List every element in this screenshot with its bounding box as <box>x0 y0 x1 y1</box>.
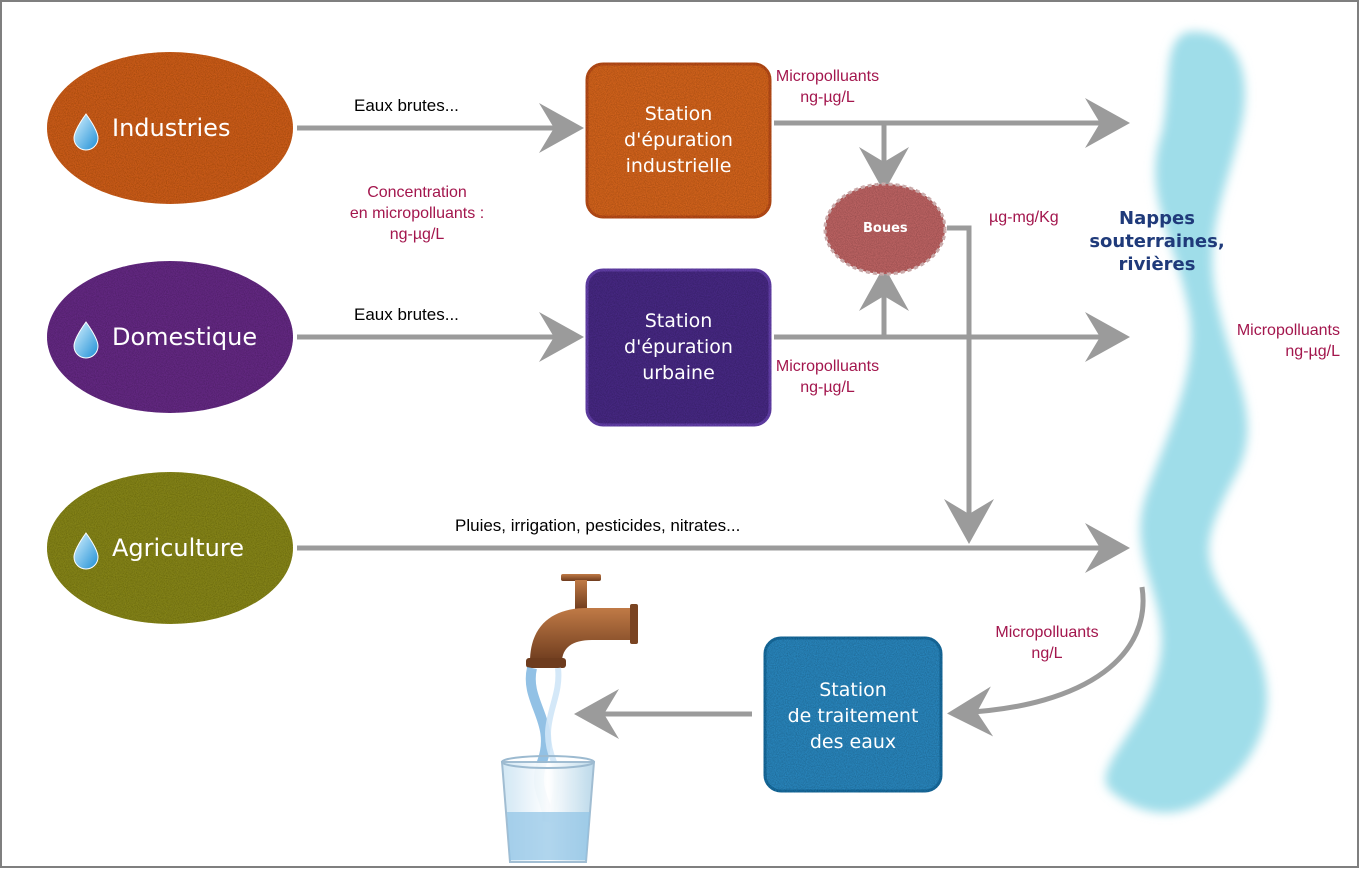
arrow-river-to-treatment <box>947 586 1146 737</box>
annotation-industrial-out: Micropolluants ng-µg/L <box>775 68 880 106</box>
annotation-urban-out: Micropolluants ng-µg/L <box>775 358 880 396</box>
source-domestique-label: Domestique <box>112 323 258 351</box>
annotation-river: Micropolluants ng-µg/L <box>1236 322 1340 360</box>
flow-label-industries: Eaux brutes... <box>354 96 459 115</box>
annotation-to-treatment: Micropolluants ng/L <box>995 624 1099 662</box>
source-industries-shape <box>47 52 293 204</box>
source-industries-label: Industries <box>112 114 231 142</box>
station-urbaine-label: Station d'épuration urbaine <box>624 310 733 384</box>
source-agriculture-shape <box>47 472 293 624</box>
arrow-boues-to-agriculture <box>944 225 994 544</box>
source-domestique-shape <box>47 261 293 413</box>
annotation-boues-concentration: µg-mg/Kg <box>989 209 1059 226</box>
tap-icon <box>526 574 638 668</box>
flow-label-agriculture: Pluies, irrigation, pesticides, nitrates… <box>455 516 741 535</box>
station-traitement-shape <box>763 636 943 793</box>
annotation-concentration: Concentration en micropolluants : ng-µg/… <box>349 184 485 243</box>
flow-label-domestique: Eaux brutes... <box>354 305 459 324</box>
station-industrielle-shape <box>585 62 772 219</box>
boues-label: Boues <box>863 221 908 236</box>
station-traitement-label: Station de traitement des eaux <box>787 679 919 753</box>
water-drop-icon <box>73 321 99 359</box>
station-urbaine-shape <box>585 268 772 427</box>
water-drop-icon <box>73 532 99 570</box>
boues-shape <box>823 182 947 276</box>
water-glass-icon <box>500 755 596 863</box>
source-agriculture-label: Agriculture <box>112 534 244 562</box>
river-label: Nappes souterraines, rivières <box>1089 208 1225 275</box>
water-drop-icon <box>73 113 99 151</box>
river-shape <box>1105 31 1268 813</box>
station-industrielle-label: Station d'épuration industrielle <box>624 103 733 177</box>
